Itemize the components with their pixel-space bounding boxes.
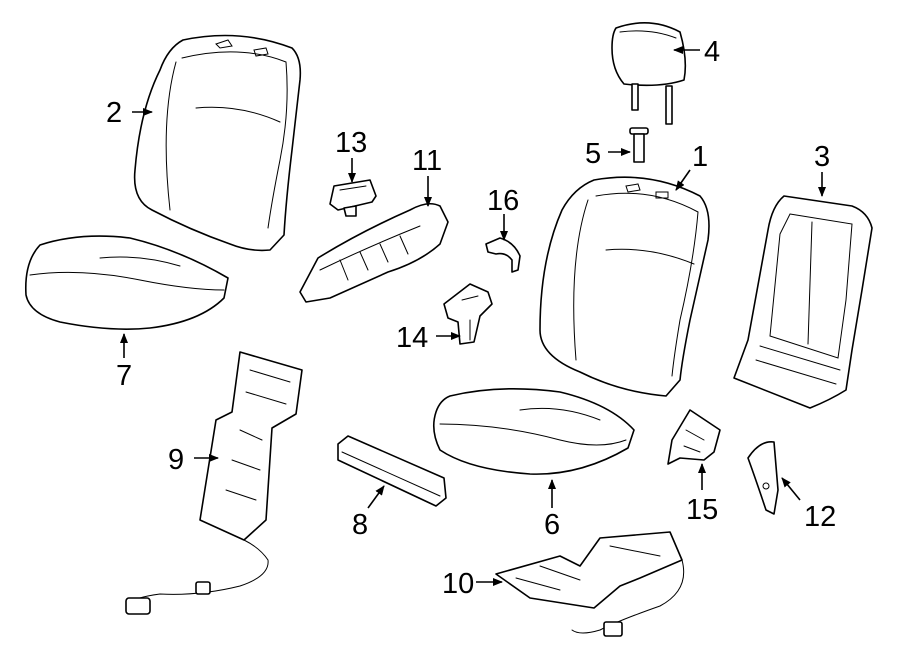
part-14-bracket [443,283,493,345]
callout-8: 8 [352,509,368,541]
callout-16: 16 [487,185,519,217]
part-3-seat-back-frame [733,195,873,409]
part-16-clip [485,237,521,273]
part-8-trim-strip [337,435,447,507]
leader-8 [367,485,385,509]
part-4-headrest [611,22,687,125]
callout-11: 11 [412,145,442,177]
callout-9: 9 [168,444,184,476]
callout-3: 3 [814,141,830,173]
part-11-side-cover [299,202,449,303]
callout-13: 13 [335,127,367,159]
leader-lines [120,46,826,586]
callout-4: 4 [704,36,720,68]
part-1-seat-back [539,176,710,397]
callout-2: 2 [106,97,122,129]
part-6-seat-cushion [432,388,635,475]
part-7-seat-cushion-cover [24,235,229,330]
part-12-cover [747,441,779,515]
leader-12 [781,477,801,501]
callout-labels: 2 4 5 1 3 13 11 16 14 7 9 8 6 15 12 10 [106,36,836,600]
leader-1 [675,169,691,191]
part-9-heater-back [125,351,303,615]
part-5-guide [629,127,649,163]
callout-5: 5 [585,138,601,170]
callout-14: 14 [396,322,428,354]
callout-15: 15 [686,494,718,526]
part-2-seat-back-cover [133,34,302,252]
callout-1: 1 [692,141,708,173]
callout-12: 12 [804,501,836,533]
callout-7: 7 [116,360,132,392]
part-15-bracket [667,409,721,465]
part-10-heater-cushion [495,531,685,637]
callout-6: 6 [544,509,560,541]
callout-10: 10 [442,568,474,600]
part-13-switch [329,179,377,217]
